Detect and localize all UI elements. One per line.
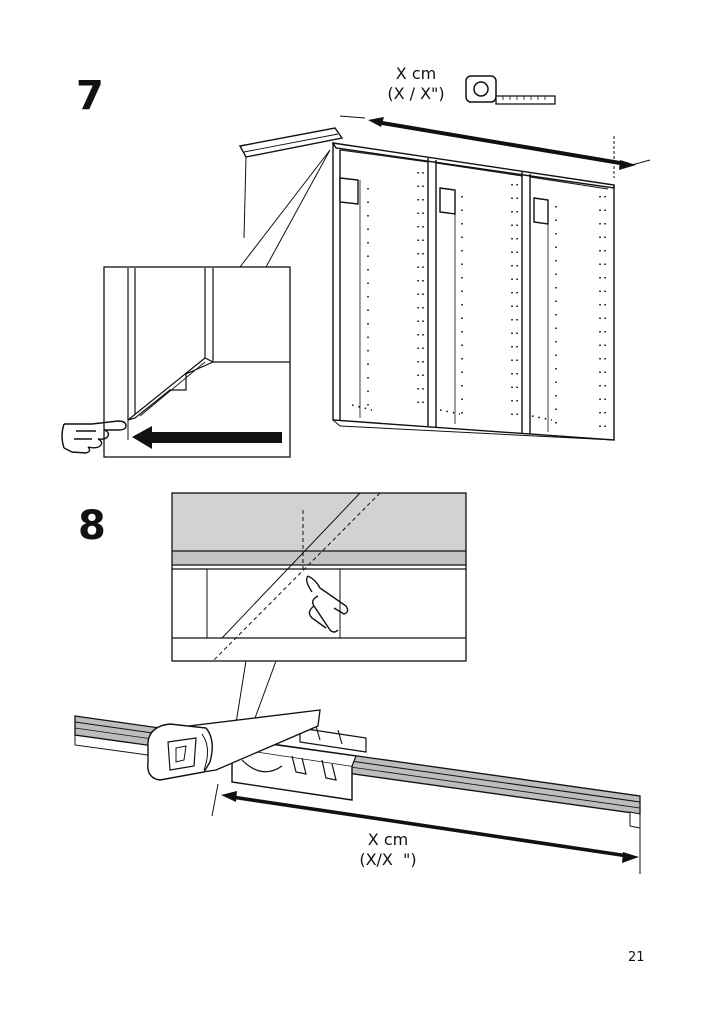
page-number: 21 xyxy=(628,950,645,965)
cabinet-row xyxy=(331,142,615,441)
step8-measure-cm: X cm xyxy=(367,830,409,849)
detail-box-step7 xyxy=(103,266,291,458)
detail-callout-lines xyxy=(239,149,331,268)
step7-measure-cm: X cm xyxy=(395,64,437,83)
step-number-7: 7 xyxy=(76,73,104,119)
cornice-strip xyxy=(238,127,344,239)
tape-measure-icon xyxy=(465,75,556,105)
pointing-hand-icon-step8 xyxy=(305,575,349,633)
step7-measure-inch: (X / X") xyxy=(387,84,445,103)
step8-measure-label: X cm (X/X ") xyxy=(344,830,432,870)
pointing-hand-icon xyxy=(61,420,127,454)
step7-illustration xyxy=(61,75,651,458)
measure-arrow-step8 xyxy=(211,783,641,874)
detail-box-step8 xyxy=(171,492,467,662)
push-arrow-icon xyxy=(132,426,282,449)
hand-saw-icon xyxy=(147,709,321,781)
measure-arrow-step7 xyxy=(339,115,651,178)
step-number-8: 8 xyxy=(78,503,106,549)
step8-illustration xyxy=(74,492,641,874)
step7-measure-label: X cm (X / X") xyxy=(372,64,460,104)
step8-measure-inch: (X/X ") xyxy=(359,850,417,869)
